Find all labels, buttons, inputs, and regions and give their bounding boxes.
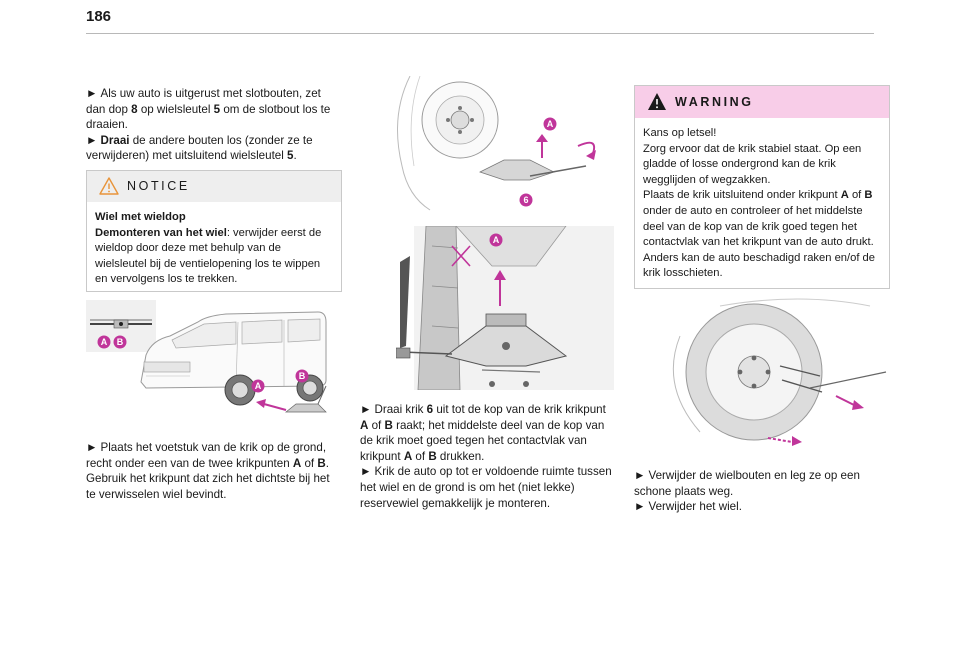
intro-step-2: ►Draai de andere bouten los (zonder ze t… [86,133,313,163]
notice-header: NOTICE [87,171,341,202]
callout-a-inset-label: A [101,337,108,347]
callout-a-detail-label: A [493,235,500,245]
column-left: ►Als uw auto is uitgerust met slotbouten… [86,86,342,164]
column-right-bottom: ►Verwijder de wielbouten en leg ze op ee… [634,468,890,515]
step-arrow: ► [360,465,372,479]
notice-box: NOTICE Wiel met wieldop Demonteren van h… [86,170,342,292]
remove-wheel-step: ►Verwijder het wiel. [634,500,742,514]
notice-warning-icon [99,177,119,195]
step-arrow: ► [86,441,98,454]
van-jack-point-illustration: A B A B [86,300,327,413]
column-left-bottom: ►Plaats het voetstuk van de krik op de g… [86,440,342,502]
warning-line-2: Zorg ervoor dat de krik stabiel staat. O… [643,142,862,186]
turn-jack-step: ►Draai krik 6 uit tot de kop van de krik… [360,403,606,463]
jack-detail-illustration: A [396,226,614,390]
notice-label: NOTICE [127,179,190,193]
step-arrow: ► [86,133,98,147]
notice-text: Demonteren van het wiel: verwijder eerst… [95,226,322,286]
top-rule [86,33,874,34]
callout-a-van-label: A [255,381,262,391]
warning-icon [648,93,666,110]
step-arrow: ► [634,500,646,514]
warning-body: Kans op letsel! Zorg ervoor dat de krik … [635,118,889,282]
callout-b-inset-label: B [117,337,124,347]
callout-a-top-label: A [547,119,554,129]
callout-a-detail [489,233,503,247]
callout-6-label: 6 [523,195,528,205]
callout-a-van [251,379,265,393]
step-arrow: ► [86,87,98,100]
callout-b-van [295,369,309,383]
warning-line-3: Plaats de krik uitsluitend onder krikpun… [643,189,875,280]
notice-body: Wiel met wieldop Demonteren van het wiel… [87,202,341,288]
callout-b-inset [113,335,127,349]
jack-raise-illustration: A 6 [397,76,596,211]
step-arrow: ► [634,469,646,482]
callout-6 [519,193,533,207]
notice-title: Wiel met wieldop [95,211,186,223]
callout-a-inset [97,335,111,349]
warning-label: WARNING [675,95,754,109]
place-jack-step: ►Plaats het voetstuk van de krik op de g… [86,441,330,501]
intro-step-1: ►Als uw auto is uitgerust met slotbouten… [86,87,331,132]
raise-car-step: ►Krik de auto op tot er voldoende ruimte… [360,465,612,510]
page-number: 186 [86,8,112,25]
warning-box: WARNING Kans op letsel! Zorg ervoor dat … [634,85,890,289]
column-middle: ►Draai krik 6 uit tot de kop van de krik… [360,402,616,511]
wheel-removal-illustration [672,298,887,446]
callout-b-van-label: B [299,371,306,381]
step-arrow: ► [360,403,372,416]
remove-bolts-step: ►Verwijder de wielbouten en leg ze op ee… [634,469,860,498]
warning-line-1: Kans op letsel! [643,127,717,139]
callout-a-top [543,117,557,131]
warning-header: WARNING [635,86,889,118]
